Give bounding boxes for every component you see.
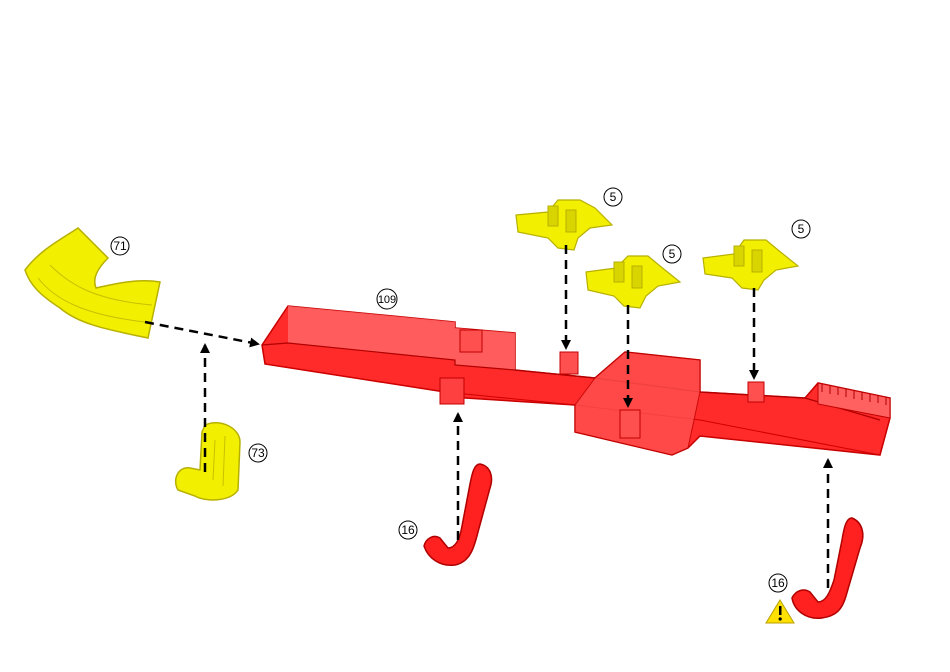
arrow-elbow-to-channel xyxy=(145,322,258,344)
svg-text:5: 5 xyxy=(610,190,617,204)
main-channel-part xyxy=(262,306,890,455)
callout-5-b: 5 xyxy=(663,245,681,263)
warning-triangle-icon xyxy=(766,600,794,623)
svg-text:5: 5 xyxy=(798,222,805,236)
callout-16-b: 16 xyxy=(769,574,787,592)
svg-text:16: 16 xyxy=(771,576,785,590)
svg-text:16: 16 xyxy=(401,523,415,537)
star-connector-part xyxy=(703,240,798,290)
callout-109: 109 xyxy=(377,289,397,309)
callout-73: 73 xyxy=(249,444,267,462)
callout-71: 71 xyxy=(111,237,129,255)
svg-text:5: 5 xyxy=(669,247,676,261)
callout-16-a: 16 xyxy=(399,521,417,539)
callout-5-c: 5 xyxy=(792,220,810,238)
curved-elbow-part xyxy=(25,228,160,338)
star-connector-part xyxy=(516,200,612,250)
svg-text:109: 109 xyxy=(378,294,396,306)
svg-text:73: 73 xyxy=(251,446,265,460)
svg-text:71: 71 xyxy=(113,239,127,253)
star-connector-part xyxy=(586,256,680,308)
clip-part xyxy=(176,423,240,500)
callout-5-a: 5 xyxy=(604,188,622,206)
